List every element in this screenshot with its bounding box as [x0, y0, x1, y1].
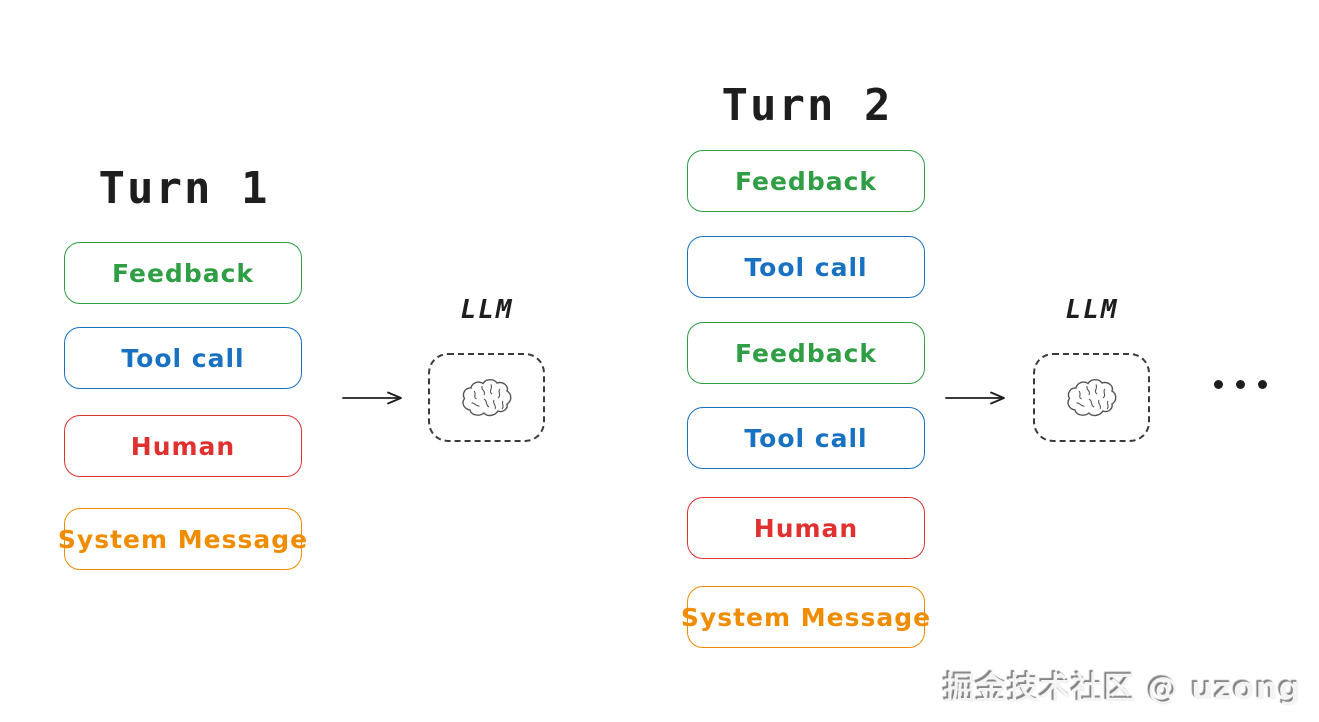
ellipsis-dot [1258, 380, 1267, 389]
turn2-box-system-message: System Message [681, 586, 930, 648]
llm1-box [428, 353, 545, 442]
message-label: Tool call [744, 423, 868, 453]
turn2-box-human: Human [687, 497, 925, 559]
message-label: Human [753, 513, 859, 543]
message-label: System Message [680, 602, 932, 632]
llm2-box [1033, 353, 1150, 442]
ellipsis-dot [1236, 380, 1245, 389]
turn1-box-feedback: Feedback [64, 242, 302, 304]
arrow-right-icon [342, 391, 402, 405]
turn2-box-feedback-1: Feedback [687, 150, 925, 212]
ellipsis-dot [1214, 380, 1223, 389]
message-label: Human [130, 431, 236, 461]
arrow-right-icon [945, 391, 1005, 405]
message-label: Tool call [744, 252, 868, 282]
brain-icon [1066, 378, 1116, 416]
message-label: Feedback [111, 258, 255, 288]
ellipsis-icon [1214, 380, 1267, 389]
turn2-title: Turn 2 [721, 80, 893, 131]
turn1-box-tool-call: Tool call [64, 327, 302, 389]
watermark: 掘金技术社区 @ uzong [943, 671, 1302, 707]
message-label: Feedback [734, 338, 878, 368]
llm1-label: LLM [460, 295, 514, 325]
llm2-label: LLM [1065, 295, 1119, 325]
turn1-box-system-message: System Message [58, 508, 307, 570]
turn2-box-feedback-2: Feedback [687, 322, 925, 384]
turn2-box-tool-call-1: Tool call [687, 236, 925, 298]
message-label: Feedback [734, 166, 878, 196]
message-label: Tool call [121, 343, 245, 373]
turn2-box-tool-call-2: Tool call [687, 407, 925, 469]
turn1-title: Turn 1 [98, 163, 270, 214]
turn1-box-human: Human [64, 415, 302, 477]
message-label: System Message [57, 524, 309, 554]
brain-icon [461, 378, 511, 416]
